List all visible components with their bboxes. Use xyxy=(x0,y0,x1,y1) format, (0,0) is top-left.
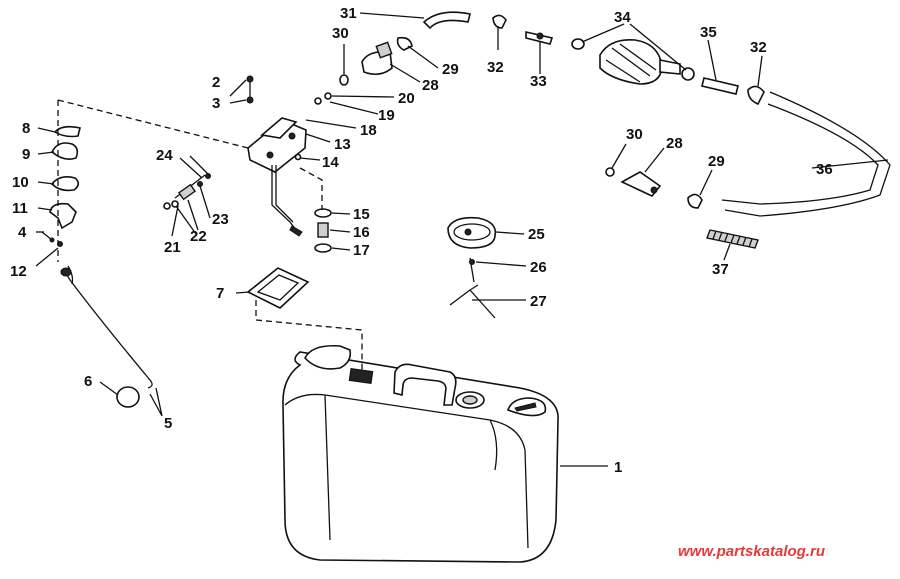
callout-27: 27 xyxy=(530,293,547,310)
pickup-assembly xyxy=(247,117,307,237)
callout-22: 22 xyxy=(190,228,207,245)
callout-9: 9 xyxy=(22,146,30,163)
callout-11: 11 xyxy=(12,200,28,217)
clamp-32b xyxy=(747,85,765,106)
callout-8: 8 xyxy=(22,120,30,137)
callout-24: 24 xyxy=(156,147,173,164)
o-ring-small xyxy=(324,92,332,100)
callout-32-top: 32 xyxy=(487,59,504,76)
callout-29-right: 29 xyxy=(708,153,725,170)
callout-6: 6 xyxy=(84,373,92,390)
callout-1: 1 xyxy=(614,459,622,476)
callout-14: 14 xyxy=(322,154,339,171)
callout-20: 20 xyxy=(398,90,415,107)
callout-15: 15 xyxy=(353,206,370,223)
callout-35: 35 xyxy=(700,24,717,41)
callout-18: 18 xyxy=(360,122,377,139)
callout-7: 7 xyxy=(216,285,224,302)
callout-16: 16 xyxy=(353,224,370,241)
primer-bulb xyxy=(571,38,695,85)
seal-15 xyxy=(314,208,332,218)
ball-small xyxy=(314,97,322,105)
callouts: 1 2 3 4 5 6 7 8 9 10 11 12 13 14 15 16 1… xyxy=(10,5,833,476)
callout-28-right: 28 xyxy=(666,135,683,152)
callout-37: 37 xyxy=(712,261,729,278)
callout-26: 26 xyxy=(530,259,547,276)
callout-19: 19 xyxy=(378,107,395,124)
callout-28-top: 28 xyxy=(422,77,439,94)
callout-30-top: 30 xyxy=(332,25,349,42)
float-rod xyxy=(63,269,153,389)
callout-31: 31 xyxy=(340,5,357,22)
callout-4: 4 xyxy=(18,224,27,241)
float xyxy=(116,386,140,408)
callout-25: 25 xyxy=(528,226,545,243)
callout-32-right: 32 xyxy=(750,39,767,56)
callout-3: 3 xyxy=(212,95,220,112)
callout-2: 2 xyxy=(212,74,220,91)
callout-30-right: 30 xyxy=(626,126,643,143)
leader-lines xyxy=(35,12,889,467)
fitting-35 xyxy=(701,77,739,95)
assembly-lines xyxy=(57,99,363,370)
callout-34: 34 xyxy=(614,9,631,26)
connector-28a xyxy=(361,41,393,76)
callout-13: 13 xyxy=(334,136,351,153)
fitting-33 xyxy=(525,30,554,45)
lever-parts xyxy=(163,173,211,210)
callout-36: 36 xyxy=(816,161,833,178)
gauge-parts-left xyxy=(41,125,81,247)
spring-16 xyxy=(317,222,329,238)
o-ring-30b xyxy=(605,167,615,177)
hose-36 xyxy=(724,91,891,217)
washer-17 xyxy=(314,243,332,253)
gasket xyxy=(246,267,310,309)
clamp-29b xyxy=(687,193,703,209)
clamp-32a xyxy=(492,14,507,29)
callout-33: 33 xyxy=(530,73,547,90)
watermark: www.partskatalog.ru xyxy=(678,543,825,560)
filler-cap xyxy=(447,216,497,319)
washer-14 xyxy=(294,153,302,161)
callout-17: 17 xyxy=(353,242,370,259)
hose-31 xyxy=(422,11,471,30)
callout-21: 21 xyxy=(164,239,181,256)
callout-5: 5 xyxy=(164,415,172,432)
callout-10: 10 xyxy=(12,174,29,191)
callout-29-top: 29 xyxy=(442,61,459,78)
fuel-tank xyxy=(282,344,559,563)
callout-12: 12 xyxy=(10,263,27,280)
o-ring-30a xyxy=(339,74,349,86)
callout-23: 23 xyxy=(212,211,229,228)
